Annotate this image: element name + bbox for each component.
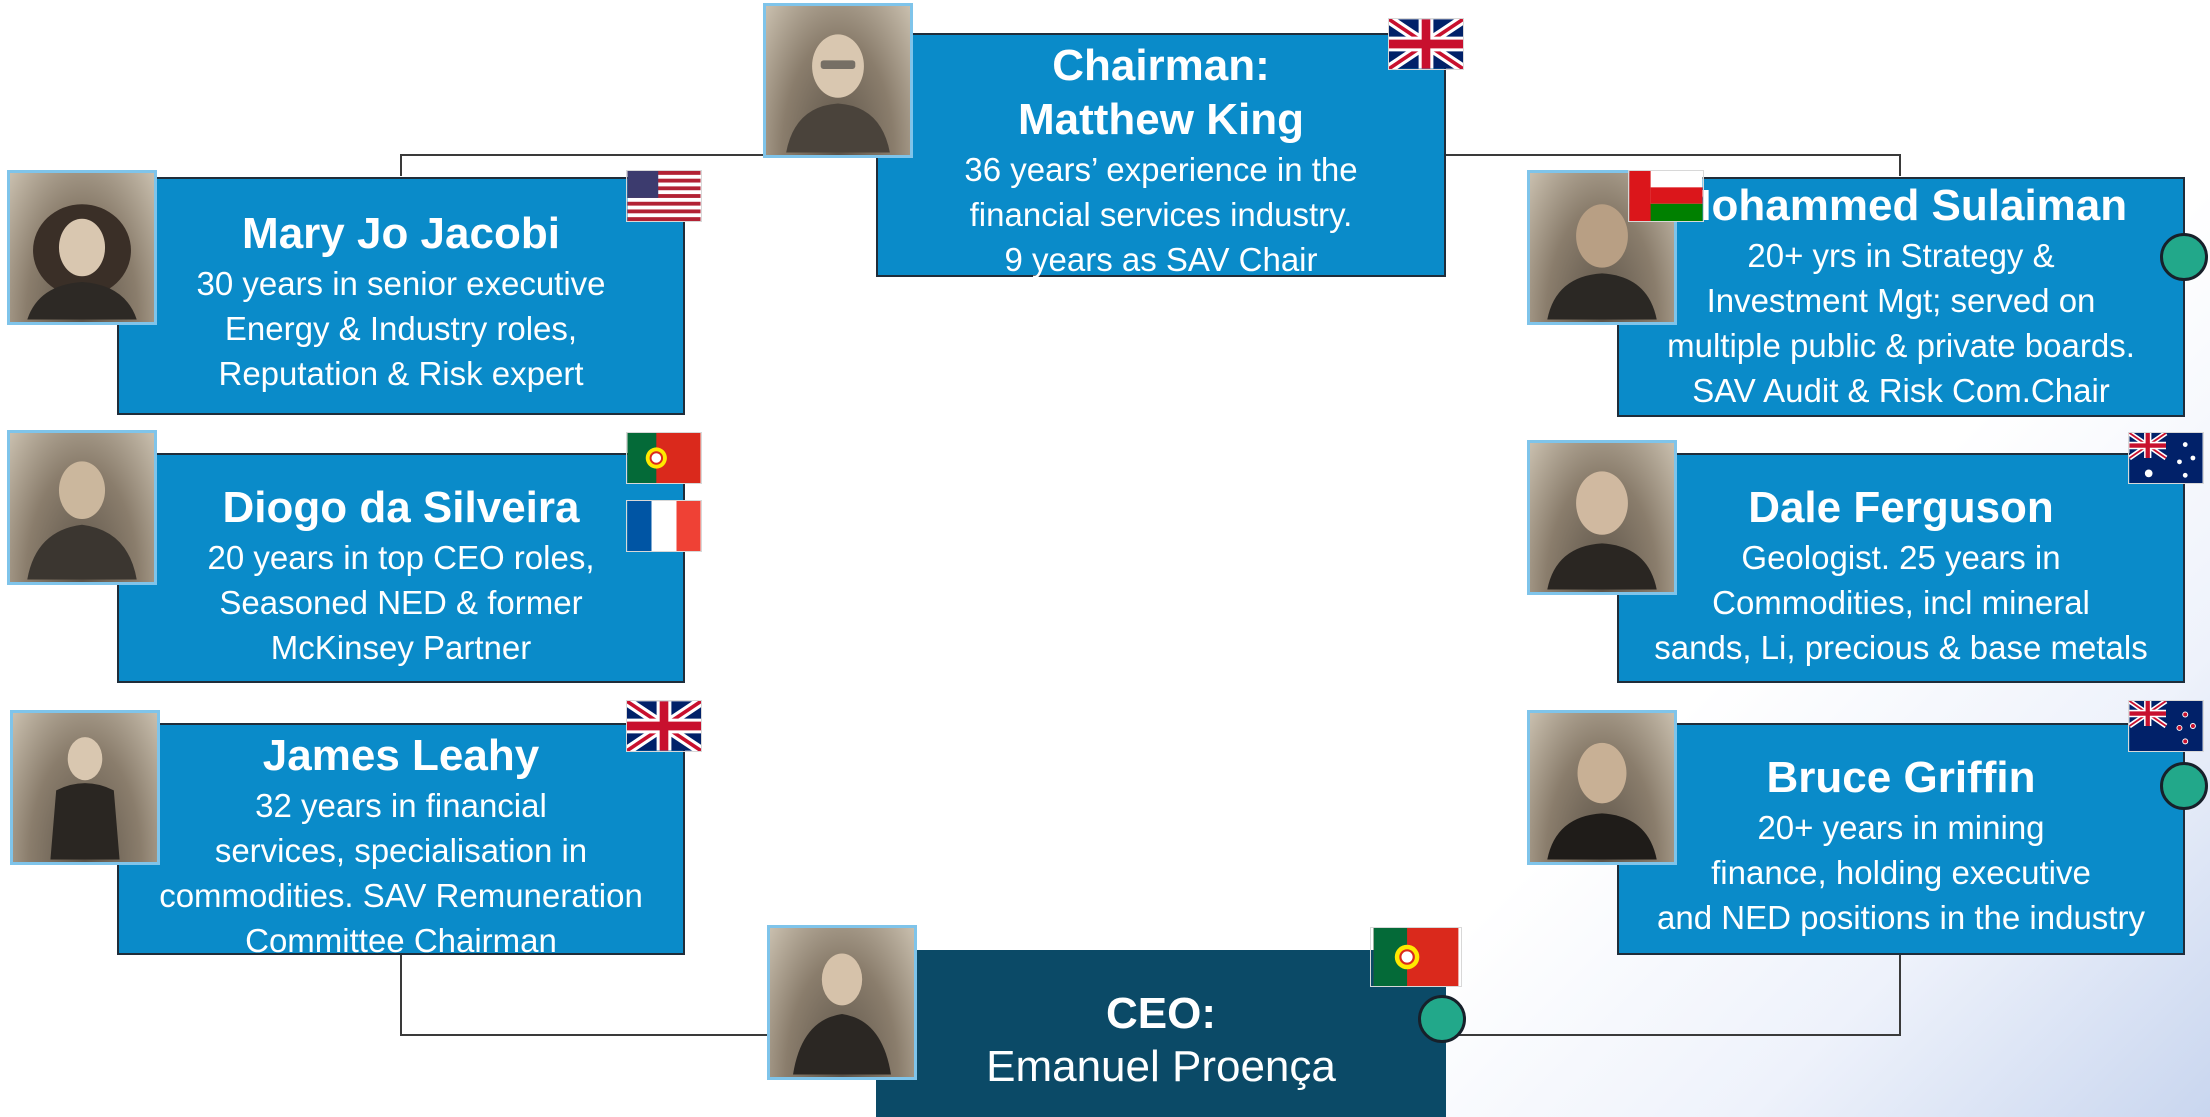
member-desc: SAV Audit & Risk Com.Chair xyxy=(1692,372,2110,409)
chairman-photo xyxy=(763,3,913,158)
member-desc: Energy & Industry roles, xyxy=(224,310,578,347)
portugal-flag-icon xyxy=(1370,927,1462,987)
dale-ferguson-photo xyxy=(1527,440,1677,595)
member-name: Bruce Griffin xyxy=(1766,753,2036,802)
member-desc: 20+ years in mining xyxy=(1757,809,2045,846)
status-dot xyxy=(2160,233,2208,281)
france-flag-icon xyxy=(626,500,702,552)
member-desc: Geologist. 25 years in xyxy=(1741,539,2061,576)
member-desc: and NED positions in the industry xyxy=(1657,899,2145,936)
status-dot xyxy=(1418,995,1466,1043)
new-zealand-flag-icon xyxy=(2128,700,2204,752)
chairman-title: Chairman: xyxy=(1052,41,1270,90)
chairman-name: Matthew King xyxy=(1018,95,1304,144)
member-card-james-leahy: James Leahy 32 years in financial servic… xyxy=(117,723,685,959)
member-desc: Seasoned NED & former xyxy=(219,584,583,621)
chairman-desc-3: 9 years as SAV Chair xyxy=(1004,241,1318,278)
member-desc: commodities. SAV Remuneration xyxy=(159,877,643,914)
member-desc: 30 years in senior executive xyxy=(196,265,606,302)
chairman-desc-1: 36 years’ experience in the xyxy=(964,151,1358,188)
member-name: Mohammed Sulaiman xyxy=(1674,181,2128,230)
member-desc: Commodities, incl mineral xyxy=(1712,584,2090,621)
member-desc: Committee Chairman xyxy=(245,922,557,959)
member-desc: sands, Li, precious & base metals xyxy=(1654,629,2148,666)
member-desc: finance, holding executive xyxy=(1711,854,2091,891)
member-desc: 32 years in financial xyxy=(255,787,547,824)
member-name: Mary Jo Jacobi xyxy=(242,209,560,258)
diogo-da-silveira-photo xyxy=(7,430,157,585)
status-dot xyxy=(2160,762,2208,810)
member-card-bruce-griffin: Bruce Griffin 20+ years in mining financ… xyxy=(1617,723,2185,955)
oman-flag-icon xyxy=(1628,170,1704,222)
member-desc: 20+ yrs in Strategy & xyxy=(1747,237,2055,274)
member-card-mary-jo-jacobi: Mary Jo Jacobi 30 years in senior execut… xyxy=(117,177,685,415)
member-desc: 20 years in top CEO roles, xyxy=(207,539,595,576)
member-desc: multiple public & private boards. xyxy=(1667,327,2135,364)
bruce-griffin-photo xyxy=(1527,710,1677,865)
ceo-name: Emanuel Proença xyxy=(986,1042,1336,1091)
member-card-diogo-da-silveira: Diogo da Silveira 20 years in top CEO ro… xyxy=(117,453,685,683)
member-desc: services, specialisation in xyxy=(214,832,588,869)
mohammed-sulaiman-photo xyxy=(1527,170,1677,325)
member-name: Diogo da Silveira xyxy=(222,483,580,532)
portugal-flag-icon xyxy=(626,432,702,484)
us-flag-icon xyxy=(626,170,702,222)
australia-flag-icon xyxy=(2128,432,2204,484)
chairman-card: Chairman: Matthew King 36 years’ experie… xyxy=(876,33,1446,278)
ceo-card: CEO: Emanuel Proença xyxy=(876,950,1446,1117)
mary-jo-jacobi-photo xyxy=(7,170,157,325)
member-card-dale-ferguson: Dale Ferguson Geologist. 25 years in Com… xyxy=(1617,453,2185,683)
uk-flag-icon xyxy=(626,700,702,752)
chairman-desc-2: financial services industry. xyxy=(969,196,1353,233)
ceo-title: CEO: xyxy=(1106,989,1216,1038)
member-desc: Reputation & Risk expert xyxy=(218,355,584,392)
ceo-photo xyxy=(767,925,917,1080)
member-name: Dale Ferguson xyxy=(1748,483,2054,532)
member-name: James Leahy xyxy=(262,731,540,780)
member-desc: Investment Mgt; served on xyxy=(1706,282,2096,319)
uk-flag-icon xyxy=(1388,18,1464,70)
member-desc: McKinsey Partner xyxy=(270,629,532,666)
member-card-mohammed-sulaiman: Mohammed Sulaiman 20+ yrs in Strategy & … xyxy=(1617,177,2185,417)
james-leahy-photo xyxy=(10,710,160,865)
